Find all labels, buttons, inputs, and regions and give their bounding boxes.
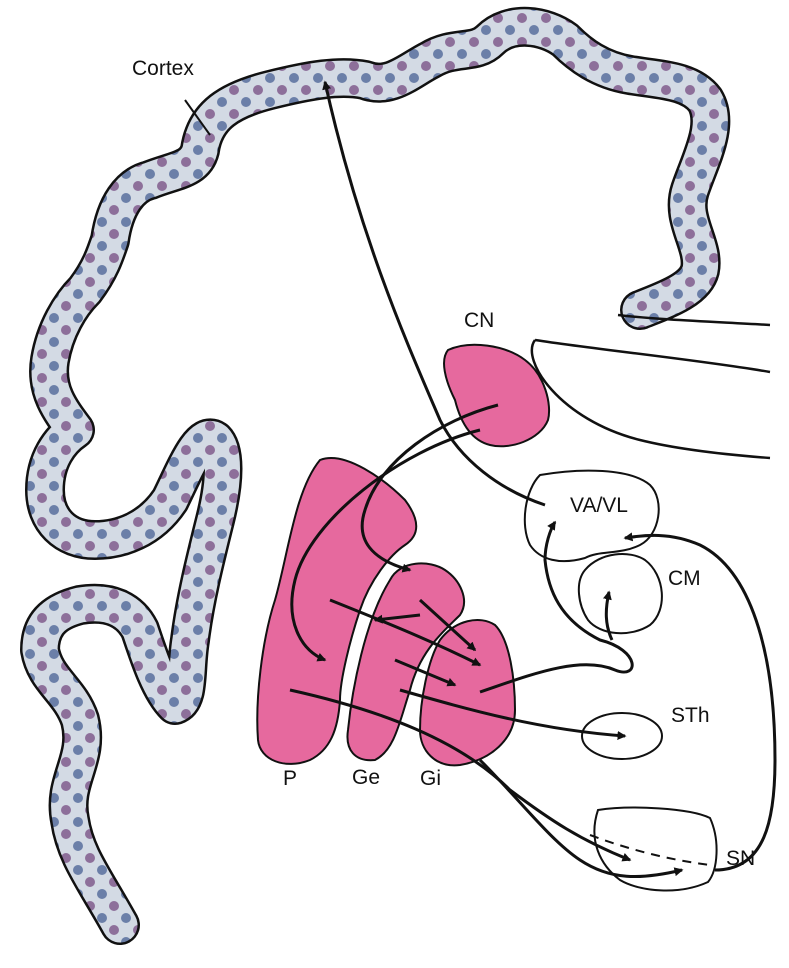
cm-nucleus <box>579 554 662 633</box>
label-p: P <box>283 767 297 790</box>
label-ge: Ge <box>352 766 380 789</box>
label-sth: STh <box>671 704 710 727</box>
ventricle-outline <box>532 315 770 458</box>
label-cm: CM <box>668 567 701 590</box>
label-sn: SN <box>726 847 755 870</box>
label-va-vl: VA/VL <box>570 494 628 517</box>
label-gi: Gi <box>420 767 441 790</box>
label-cortex: Cortex <box>132 57 194 80</box>
label-cn: CN <box>464 309 494 332</box>
substantia-nigra <box>594 808 716 891</box>
